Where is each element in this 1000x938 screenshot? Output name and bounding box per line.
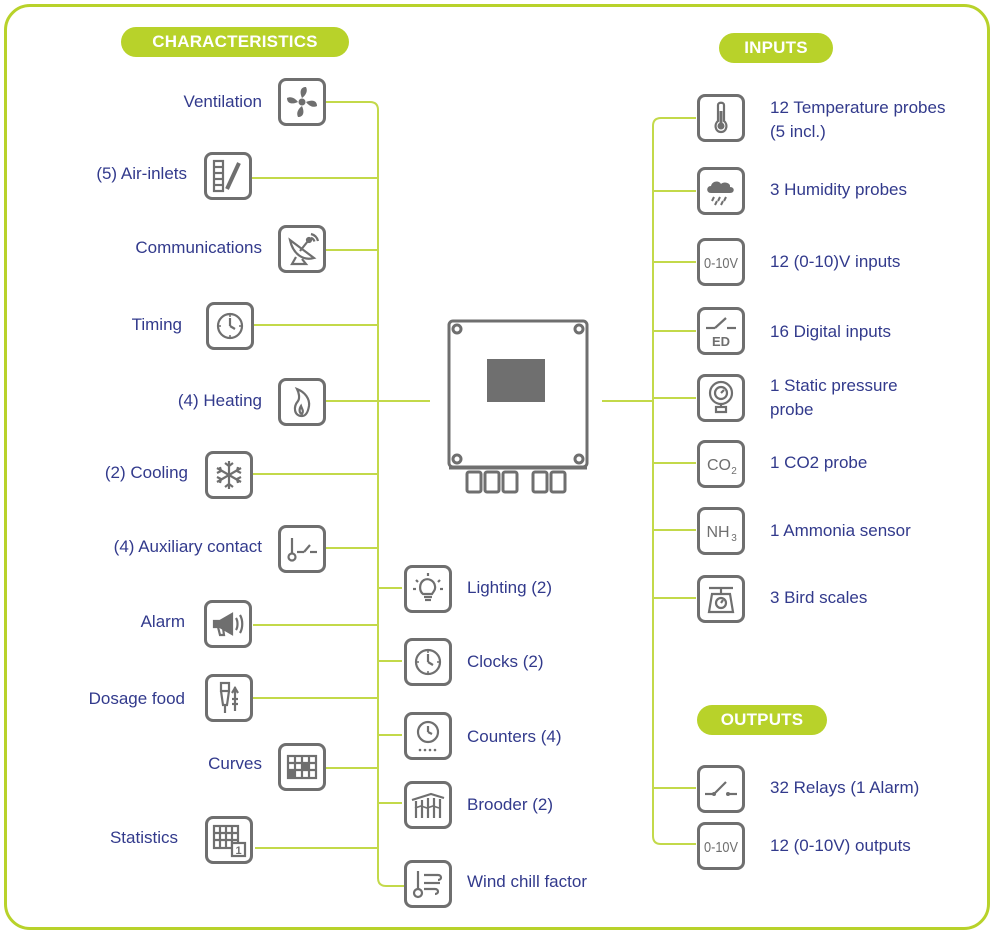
input-label: 1 Static pressure xyxy=(770,376,898,395)
characteristic-label: (4) Heating xyxy=(177,391,262,410)
inputs-header: INPUTS xyxy=(719,33,833,63)
characteristic-label: Ventilation xyxy=(183,92,262,111)
fan-icon xyxy=(278,78,326,126)
characteristics-header: CHARACTERISTICS xyxy=(121,27,349,57)
outputs-header: OUTPUTS xyxy=(697,705,827,735)
characteristic-label: Communications xyxy=(135,238,262,257)
input-label: 1 Ammonia sensor xyxy=(770,521,911,540)
characteristic-label: (4) Auxiliary contact xyxy=(113,537,262,556)
svg-text:NH: NH xyxy=(706,524,729,541)
flame-icon xyxy=(278,378,326,426)
voltage-icon: 0-10V xyxy=(697,822,745,870)
svg-text:2: 2 xyxy=(731,466,737,477)
digital-input-icon: ED xyxy=(697,307,745,355)
light-bulb-icon xyxy=(404,565,452,613)
characteristic-label: Timing xyxy=(131,315,182,334)
extra-label: Lighting (2) xyxy=(467,578,553,597)
voltage-icon: 0-10V xyxy=(697,238,745,286)
air-inlet-icon xyxy=(204,152,252,200)
counter-icon xyxy=(404,712,452,760)
grid-icon xyxy=(278,743,326,791)
characteristic-label: Statistics xyxy=(109,828,178,847)
svg-text:0-10V: 0-10V xyxy=(704,839,738,856)
input-label: 3 Humidity probes xyxy=(770,180,908,199)
characteristic-label: Curves xyxy=(208,754,262,773)
svg-text:0-10V: 0-10V xyxy=(704,255,738,272)
controller-screen xyxy=(487,359,545,402)
megaphone-icon xyxy=(204,600,252,648)
input-label-line2: probe xyxy=(770,400,814,419)
clock-icon xyxy=(206,302,254,350)
satellite-dish-icon xyxy=(278,225,326,273)
svg-text:1: 1 xyxy=(235,845,241,857)
thermometer-icon xyxy=(697,94,745,142)
characteristic-label: Alarm xyxy=(140,612,185,631)
input-label: 1 CO2 probe xyxy=(770,453,868,472)
extra-label: Clocks (2) xyxy=(467,652,544,671)
input-label: 16 Digital inputs xyxy=(770,322,891,341)
input-label: 3 Bird scales xyxy=(770,588,868,607)
characteristic-label: (5) Air-inlets xyxy=(96,164,187,183)
input-label: 12 Temperature probes xyxy=(770,98,946,117)
clock-icon xyxy=(404,638,452,686)
brooder-icon xyxy=(404,781,452,829)
pressure-gauge-icon xyxy=(697,374,745,422)
extra-label: Counters (4) xyxy=(467,727,562,746)
characteristic-label: Dosage food xyxy=(88,689,185,708)
rain-cloud-icon xyxy=(697,167,745,215)
statistics-icon: 1 xyxy=(205,816,253,864)
svg-text:CO: CO xyxy=(707,457,731,474)
extra-label: Wind chill factor xyxy=(467,872,587,891)
relay-switch-icon xyxy=(697,765,745,813)
characteristic-label: (2) Cooling xyxy=(104,463,188,482)
svg-text:ED: ED xyxy=(712,334,730,349)
controller-unit xyxy=(447,319,589,494)
extra-label: Brooder (2) xyxy=(467,795,553,814)
svg-text:3: 3 xyxy=(731,533,737,544)
output-label: 32 Relays (1 Alarm) xyxy=(770,778,920,797)
thermometer-contact-icon xyxy=(278,525,326,573)
output-label: 12 (0-10V) outputs xyxy=(770,836,911,855)
feeder-icon xyxy=(205,674,253,722)
input-label-line2: (5 incl.) xyxy=(770,122,826,141)
scale-icon xyxy=(697,575,745,623)
snowflake-icon xyxy=(205,451,253,499)
wind-chill-icon xyxy=(404,860,452,908)
input-label: 12 (0-10)V inputs xyxy=(770,252,901,271)
